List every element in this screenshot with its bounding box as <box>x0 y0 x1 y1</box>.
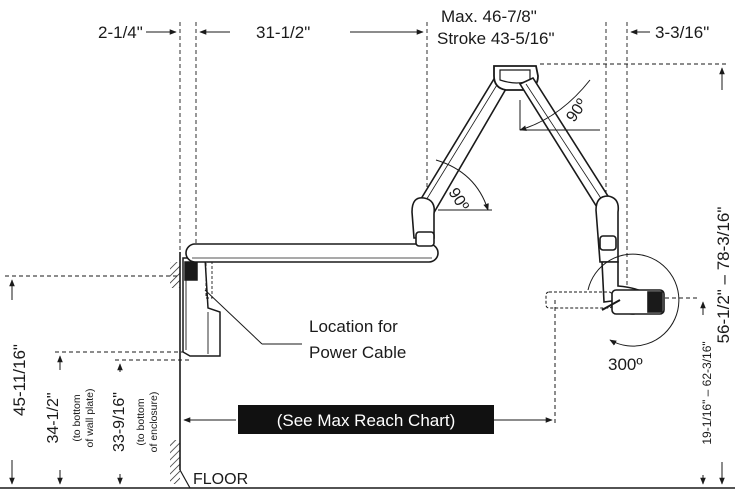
max-reach-label: Max. 46-7/8" <box>441 7 537 26</box>
head-rotation-angle: 300º <box>608 355 643 374</box>
mount-height-label: 45-11/16" <box>10 344 29 416</box>
extension-lines <box>5 22 728 361</box>
boom-length-label: 31-1/2" <box>256 23 310 42</box>
upper-joint-angle: 90º <box>563 96 591 125</box>
angle-arcs <box>435 79 680 347</box>
power-cable-label-1: Location for <box>309 317 398 336</box>
enclosure-note-1: (to bottom <box>135 398 147 446</box>
floor-line <box>0 469 735 489</box>
wall-plate-note-1: (to bottom <box>71 394 83 442</box>
head-offset-label: 3-3/16" <box>655 23 709 42</box>
left-dimension-lines <box>9 279 123 485</box>
handpiece-dashed <box>545 291 613 309</box>
wall-plate-height-label: 34-1/2" <box>45 392 62 443</box>
upper-arm-link <box>518 76 620 263</box>
reach-chart-badge <box>238 405 494 434</box>
wall-enclosure <box>182 257 221 357</box>
enclosure-note-2: of enclosure) <box>148 392 160 453</box>
wall-offset-label: 2-1/4" <box>98 23 143 42</box>
right-dimension-lines <box>700 67 725 485</box>
wall-plate-note-2: of wall plate) <box>84 389 96 448</box>
horizontal-boom <box>185 243 439 263</box>
head-height-label: 19-1/16" – 62-3/16" <box>700 341 714 444</box>
wall <box>170 252 181 484</box>
power-cable-label-2: Power Cable <box>309 343 406 362</box>
total-height-label: 56-1/2" – 78-3/16" <box>714 207 733 344</box>
enclosure-height-label: 33-9/16" <box>111 392 128 452</box>
floor-label: FLOOR <box>193 471 248 488</box>
reach-chart-label: (See Max Reach Chart) <box>277 411 456 430</box>
delivery-head <box>601 261 665 315</box>
stroke-label: Stroke 43-5/16" <box>437 29 555 48</box>
max-reach-span <box>183 300 556 424</box>
power-cable-leader <box>204 289 302 345</box>
